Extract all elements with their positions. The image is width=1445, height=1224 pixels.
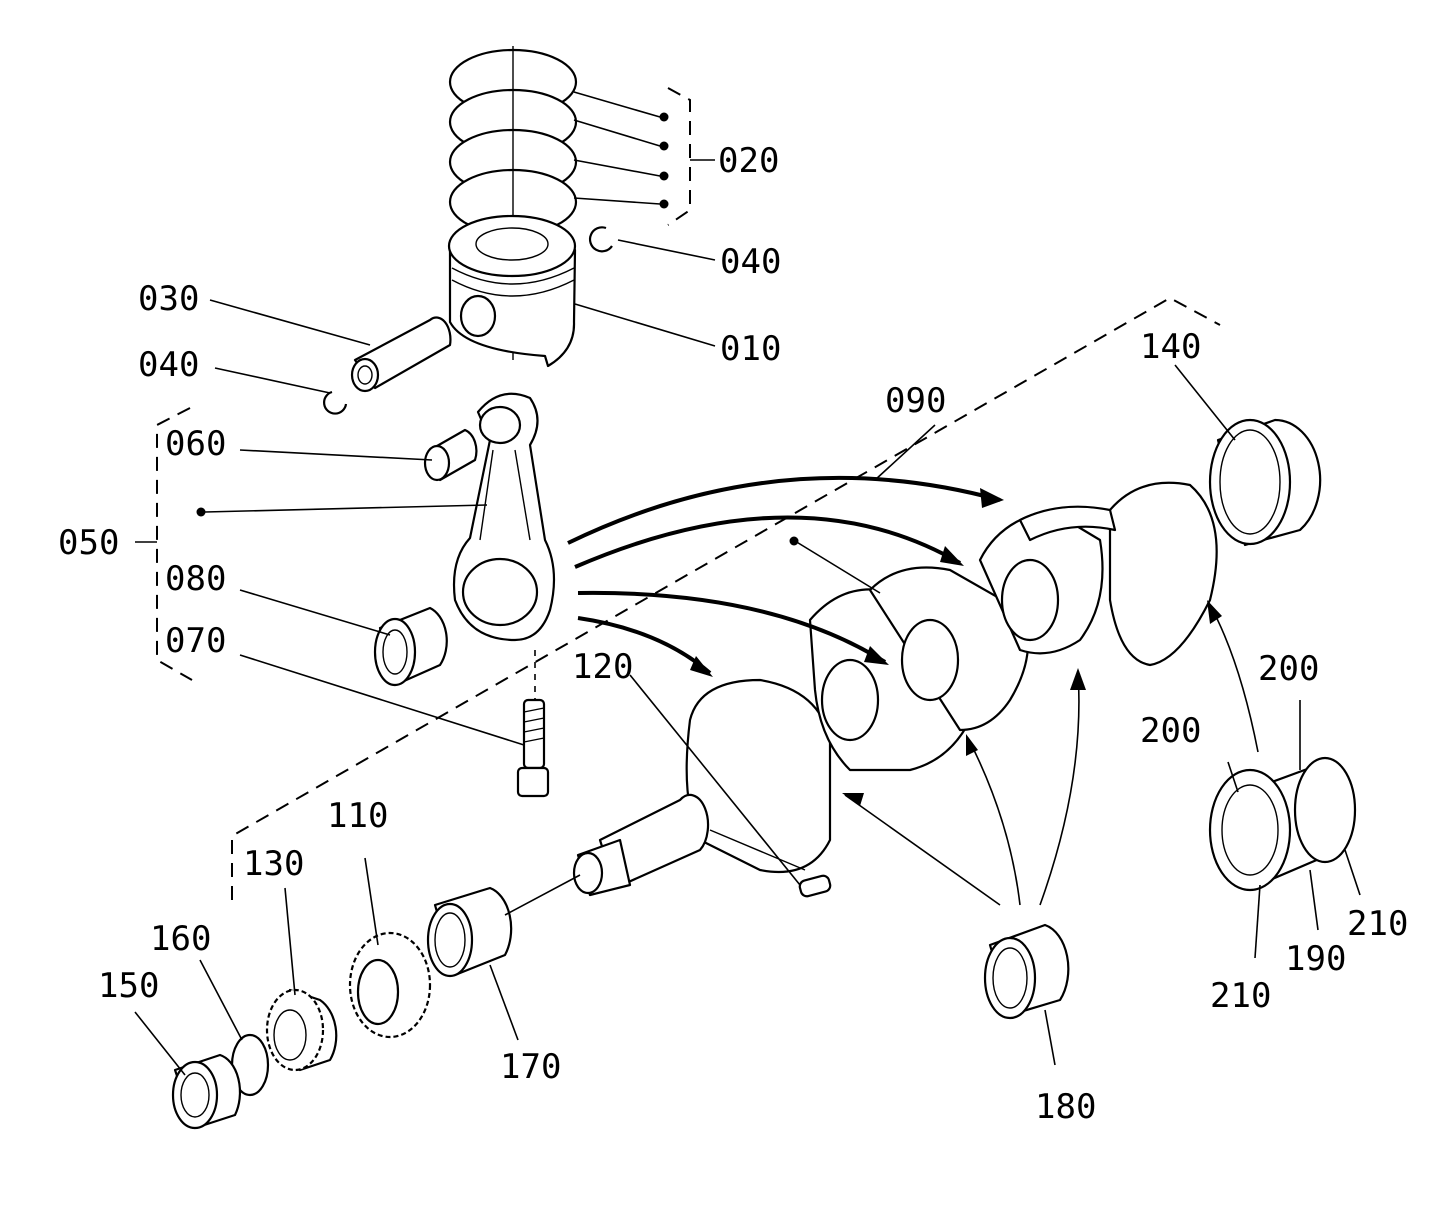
label-090: 090 [885,381,946,421]
callout-labels: 010 020 030 040 040 050 060 070 080 090 … [58,141,1408,1127]
label-210-right: 210 [1347,904,1408,944]
label-140: 140 [1140,327,1201,367]
group-brackets [156,87,1221,900]
piston-pin [350,316,452,393]
label-120: 120 [572,647,633,687]
crank-key [798,874,832,898]
label-200-left: 200 [1140,711,1201,751]
gear-130 [265,988,338,1072]
collar-150 [171,1053,242,1130]
label-060: 060 [165,424,226,464]
piston-rings [448,46,578,360]
label-150: 150 [98,966,159,1006]
label-190: 190 [1285,939,1346,979]
circlip-right [588,226,613,253]
label-210-left: 210 [1210,976,1271,1016]
label-130: 130 [243,844,304,884]
label-040-left: 040 [138,345,199,385]
leader-lines [134,91,1361,1076]
label-160: 160 [150,919,211,959]
small-end-bushing [423,428,478,482]
label-080: 080 [165,559,226,599]
main-bearing-case-190 [1208,756,1357,892]
label-200-right: 200 [1258,649,1319,689]
connecting-rod [452,392,556,642]
label-010: 010 [720,329,781,369]
main-bearing-140 [1208,418,1322,547]
label-070: 070 [165,621,226,661]
assembly-arrows [567,475,1259,906]
label-050: 050 [58,523,119,563]
piston [447,214,577,368]
circlip-left [323,390,348,415]
connecting-rod-bolt [516,650,550,798]
gear-110 [348,931,432,1039]
label-040-right: 040 [720,242,781,282]
label-180: 180 [1035,1087,1096,1127]
gear-bearing-170 [426,886,513,978]
big-end-bearing [373,606,448,687]
main-bearing-180 [983,923,1070,1020]
group-dots [196,112,799,546]
crankshaft [572,481,1218,897]
label-030: 030 [138,279,199,319]
label-110: 110 [327,796,388,836]
label-170: 170 [500,1047,561,1087]
label-020: 020 [718,141,779,181]
